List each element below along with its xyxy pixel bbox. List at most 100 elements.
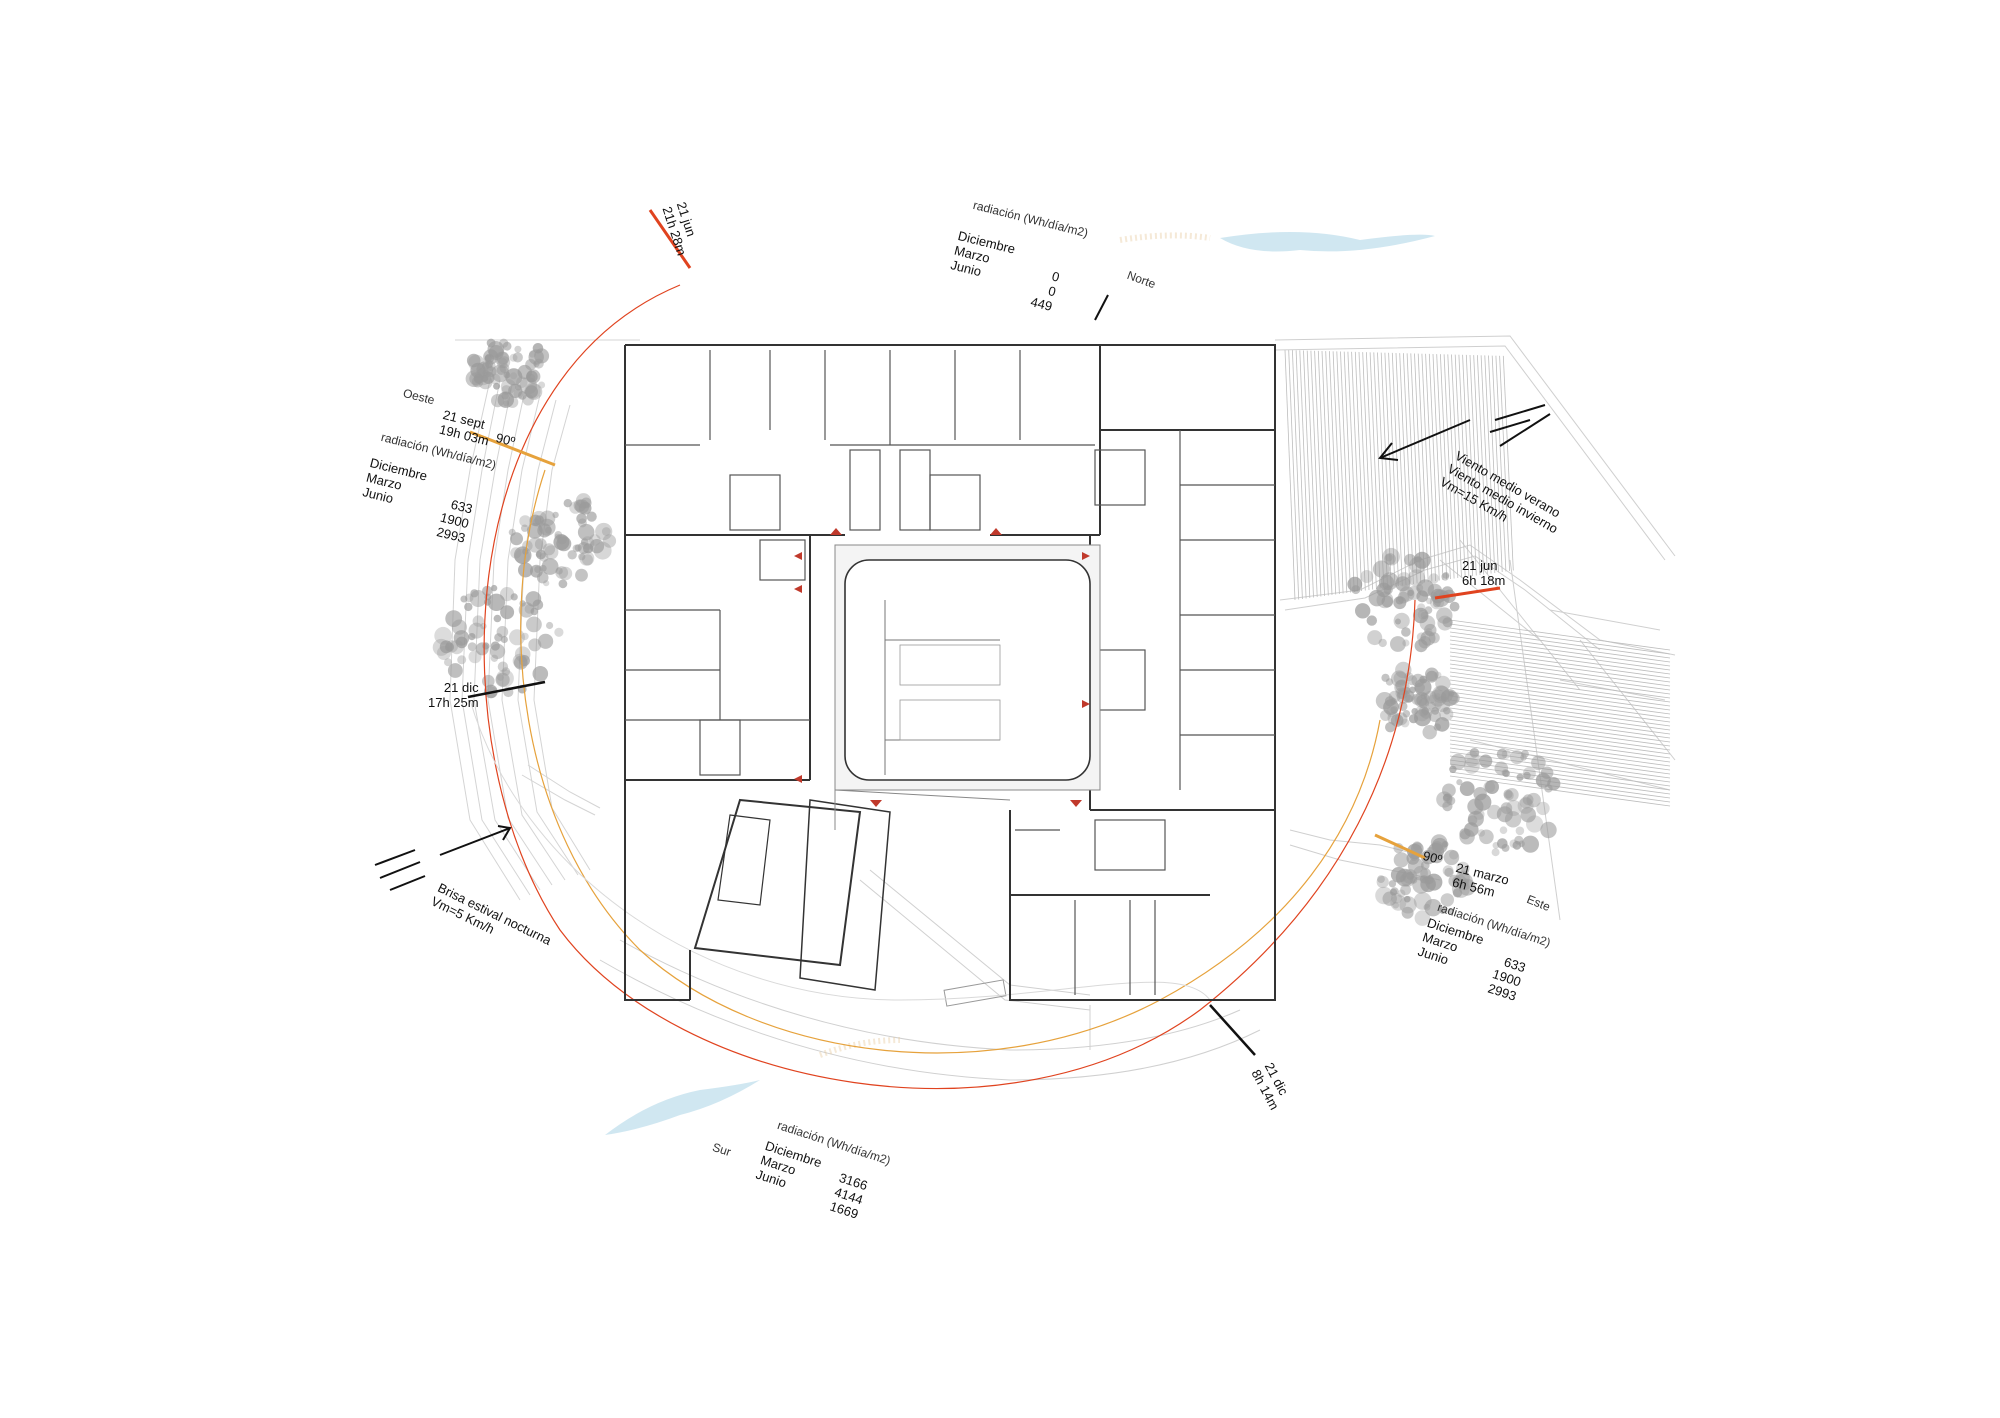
slope-hatch-line — [1395, 352, 1407, 586]
south-terrain — [599, 869, 1261, 1081]
tree-foliage — [510, 532, 523, 546]
tree-foliage — [1442, 793, 1453, 803]
tree-foliage — [1413, 551, 1431, 569]
tree-foliage — [536, 549, 546, 560]
tree-foliage — [497, 661, 509, 672]
tree-foliage — [1375, 886, 1393, 905]
slope-hatch-line — [1351, 351, 1362, 592]
tree-foliage — [1375, 692, 1394, 710]
tree-foliage — [534, 538, 547, 550]
tree-foliage — [1393, 612, 1410, 629]
tree-foliage — [1409, 876, 1418, 884]
tree-foliage — [1521, 835, 1539, 853]
tree-foliage — [447, 663, 463, 678]
tree-foliage — [500, 605, 515, 620]
tree-foliage — [518, 391, 527, 400]
tree-foliage — [1424, 899, 1442, 917]
tree-foliage — [1421, 707, 1430, 715]
tree-foliage — [1487, 804, 1502, 820]
tree-foliage — [1390, 887, 1399, 896]
tree-foliage — [1384, 553, 1396, 565]
tree-foliage — [485, 360, 496, 371]
tree-foliage — [1467, 798, 1484, 815]
tree-foliage — [1385, 554, 1393, 562]
tree-foliage — [1517, 797, 1534, 814]
tree-foliage — [470, 589, 479, 598]
tree-foliage — [575, 568, 588, 582]
tree-foliage — [491, 394, 505, 408]
slope-hatch-line — [1449, 731, 1671, 763]
tree-foliage — [602, 534, 617, 548]
slope-hatch-line — [1449, 743, 1671, 775]
tree-foliage — [495, 672, 510, 687]
slope-hatch-line — [1329, 351, 1340, 595]
tree-foliage — [515, 384, 522, 391]
tree-foliage — [1436, 607, 1453, 624]
tree-foliage — [444, 658, 452, 667]
tree-foliage — [1376, 875, 1389, 889]
tree-foliage — [539, 552, 549, 562]
slope-hatch-line — [1449, 635, 1671, 667]
slope-hatch-line — [1449, 727, 1671, 759]
tree-foliage — [1540, 821, 1557, 839]
slope-hatch-line — [1284, 349, 1296, 601]
tree-foliage — [544, 545, 559, 560]
tree-foliage — [554, 531, 563, 539]
tree-foliage — [1497, 838, 1508, 849]
slope-hatch-line — [1491, 355, 1503, 573]
slope-hatch-line — [1343, 351, 1355, 593]
slope-hatch-line — [1391, 352, 1403, 586]
tree-foliage — [601, 527, 611, 536]
slope-hatch-line — [1399, 353, 1411, 585]
tree-foliage — [1522, 766, 1536, 780]
slope-hatch-line — [1314, 350, 1325, 597]
tree-foliage — [579, 550, 595, 566]
slope-hatch-line — [1465, 354, 1477, 576]
tree-foliage — [1520, 806, 1536, 823]
slope-hatch-line — [1449, 775, 1671, 807]
tree-foliage — [1479, 829, 1494, 845]
tree-foliage — [1519, 796, 1532, 809]
slope-hatch-line — [1410, 353, 1422, 584]
tree-foliage — [1510, 750, 1524, 765]
tree-foliage — [1515, 826, 1525, 836]
tree-foliage — [1485, 780, 1499, 794]
tree-foliage — [1516, 773, 1524, 781]
tree-foliage — [1442, 865, 1454, 877]
tree-foliage — [1448, 874, 1461, 888]
tree-foliage — [1381, 673, 1390, 682]
tree-foliage — [1434, 717, 1450, 732]
tree-foliage — [464, 602, 473, 612]
slope-hatch-line — [1477, 355, 1488, 575]
slope-hatch-line — [1443, 354, 1455, 579]
tree-foliage — [1418, 706, 1429, 717]
slope-hatch-line — [1449, 623, 1671, 655]
tree-foliage — [1531, 755, 1546, 771]
tree-foliage — [1409, 556, 1426, 574]
tree-foliage — [1415, 556, 1422, 563]
tree-foliage — [1392, 901, 1400, 909]
tree-foliage — [1443, 707, 1451, 715]
tree-foliage — [1447, 692, 1460, 705]
courtyard — [834, 544, 1101, 830]
tree-foliage — [460, 595, 468, 603]
tree-foliage — [530, 564, 543, 578]
tree-foliage — [1420, 707, 1433, 719]
slope-hatch-line — [1449, 663, 1671, 695]
tree-foliage — [1408, 714, 1419, 724]
slope-hatch-line — [1458, 354, 1470, 577]
tree-foliage — [1458, 878, 1476, 896]
tree-foliage — [1413, 607, 1429, 624]
tree-foliage — [437, 646, 451, 660]
slope-hatch-line — [1462, 354, 1473, 577]
tree-foliage — [493, 382, 501, 390]
tree-foliage — [1459, 781, 1475, 796]
tree-foliage — [1414, 639, 1428, 653]
tree-foliage — [577, 523, 595, 541]
tree-foliage — [1401, 906, 1414, 919]
tree-foliage — [519, 600, 526, 607]
tree-foliage — [1425, 670, 1438, 683]
tree-foliage — [445, 610, 463, 627]
